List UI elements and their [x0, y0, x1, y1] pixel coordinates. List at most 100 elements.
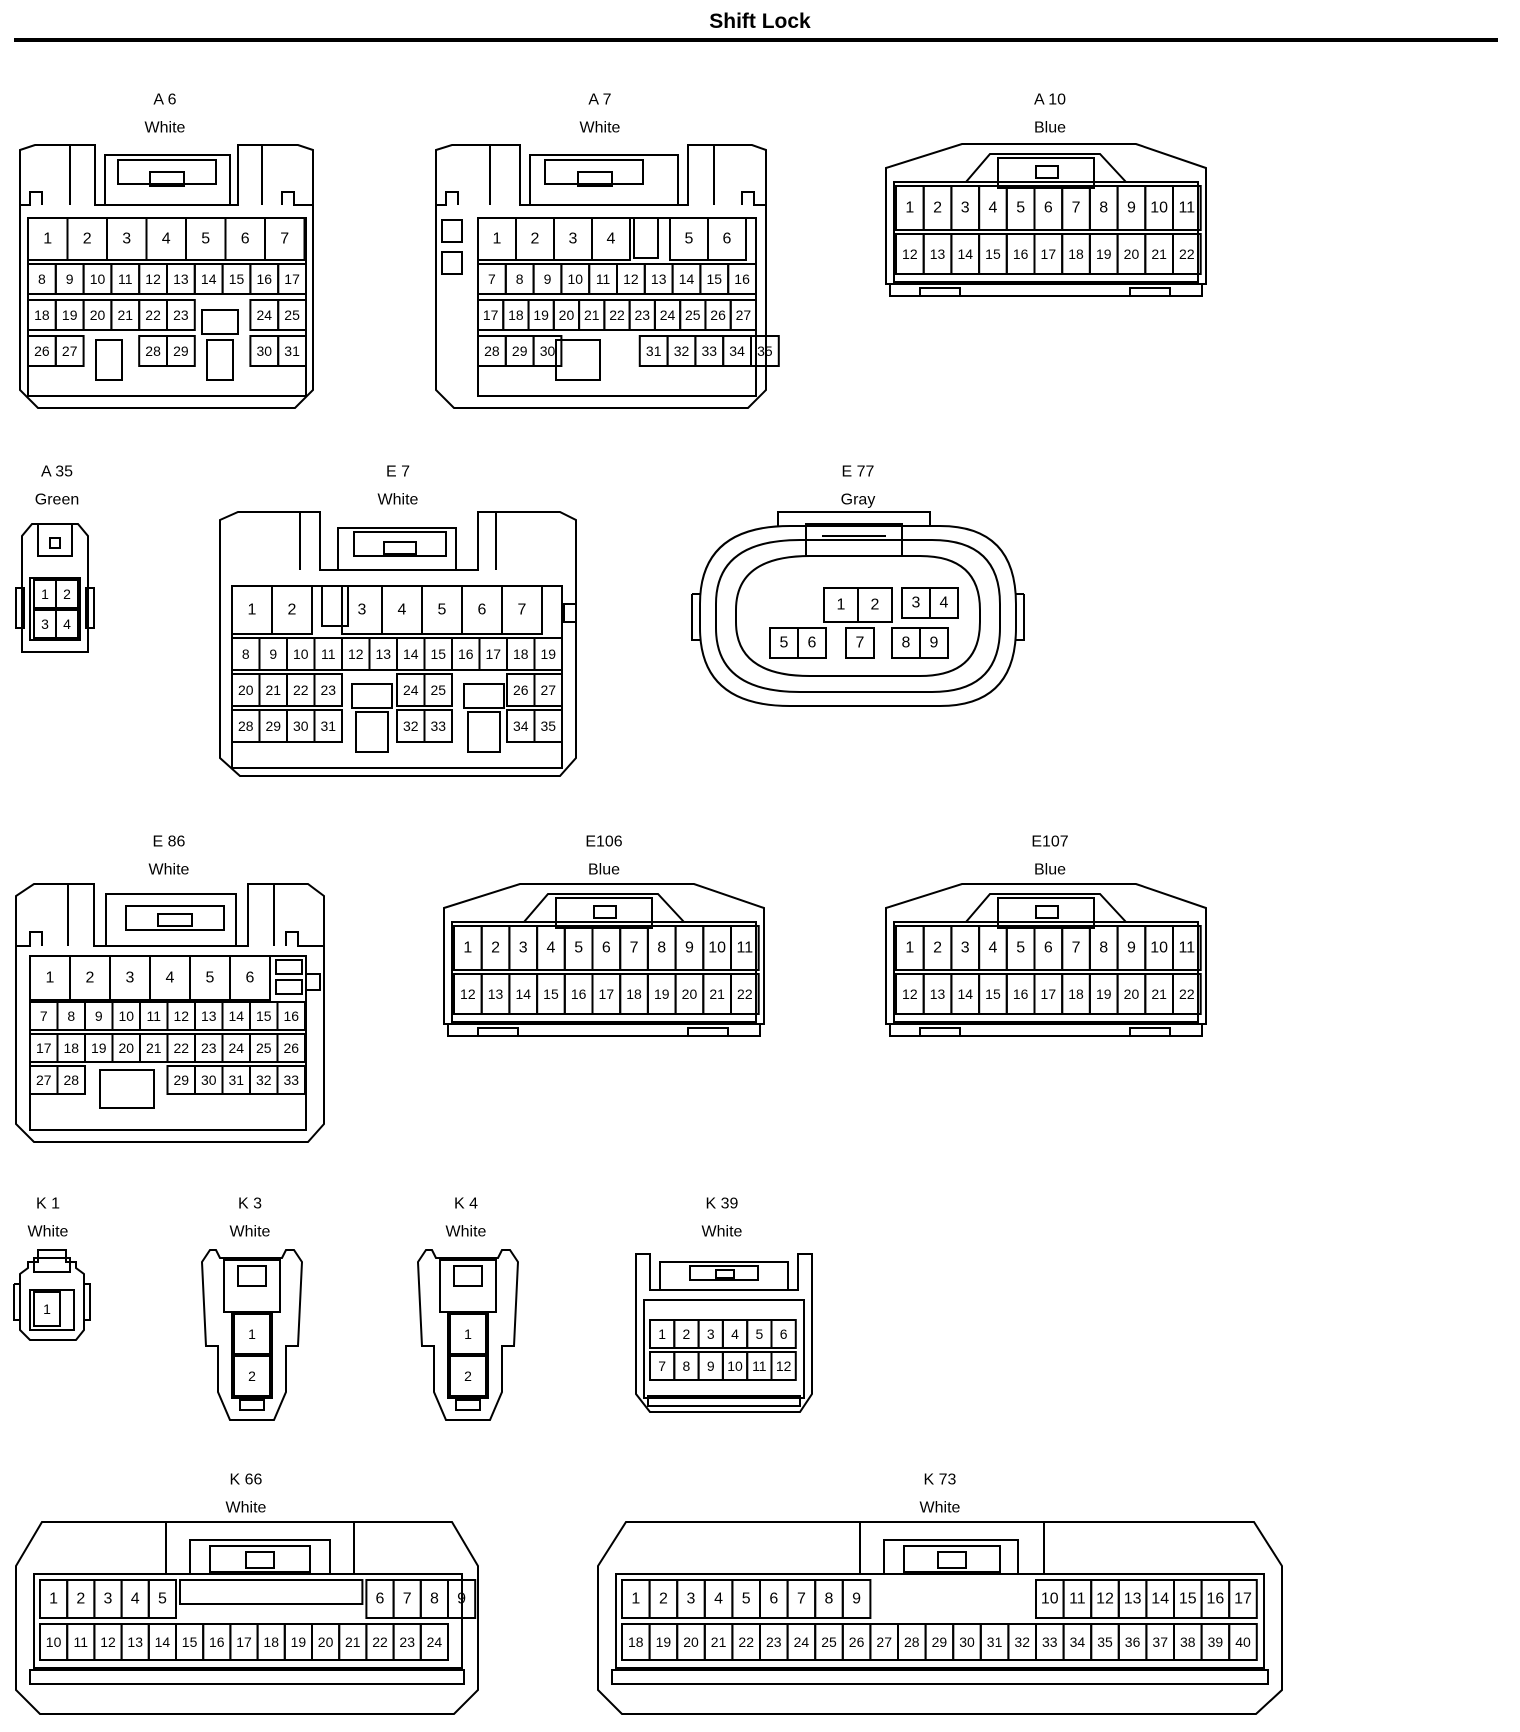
- pin-number: 4: [607, 231, 616, 248]
- pin-number: 1: [464, 1326, 472, 1342]
- pin-number: 16: [571, 986, 587, 1002]
- connector-color: White: [702, 1224, 743, 1241]
- pin-number: 11: [1179, 200, 1196, 217]
- pin-cell: [501, 585, 543, 635]
- pin-number: 22: [1179, 986, 1195, 1002]
- pin-number: 6: [478, 602, 487, 619]
- pin-number: 21: [146, 1040, 162, 1056]
- pin-number: 26: [34, 343, 50, 359]
- pin-number: 9: [930, 635, 939, 652]
- pin-number: 18: [513, 646, 529, 662]
- pin-number: 1: [46, 970, 55, 987]
- pin-cell: [54, 335, 85, 367]
- pin-number: 20: [90, 307, 106, 323]
- pin-number: 21: [1151, 246, 1167, 262]
- pin-number: 6: [602, 940, 611, 957]
- pin-cell: [797, 627, 827, 659]
- pin-number: 27: [736, 307, 752, 323]
- pin-number: 14: [957, 246, 973, 262]
- pin-number: 1: [658, 1326, 666, 1342]
- pin-number: 2: [63, 586, 71, 602]
- pin-number: 6: [780, 1326, 788, 1342]
- pin-number: 25: [284, 307, 300, 323]
- pin-cell: [532, 335, 563, 367]
- pin-cell: [1228, 1579, 1258, 1619]
- pin-number: 3: [122, 231, 131, 248]
- pin-cell: [55, 579, 79, 609]
- pin-number: 1: [905, 200, 914, 217]
- pin-number: 13: [930, 986, 946, 1002]
- pin-cell: [166, 299, 196, 331]
- connector-id: E106: [585, 834, 622, 851]
- pin-cell: [419, 1623, 449, 1661]
- pin-number: 24: [403, 682, 419, 698]
- pin-cell: [271, 585, 313, 635]
- pin-number: 33: [430, 718, 446, 734]
- pin-number: 11: [1179, 940, 1196, 957]
- pin-number: 11: [118, 271, 133, 287]
- pin-number: 31: [228, 1072, 244, 1088]
- pin-number: 6: [376, 1591, 385, 1608]
- pin-number: 11: [737, 940, 754, 957]
- pin-number: 40: [1235, 1634, 1251, 1650]
- pin-number: 14: [679, 271, 695, 287]
- pin-number: 2: [933, 200, 942, 217]
- pin-number: 12: [902, 986, 918, 1002]
- pin-number: 22: [738, 1634, 754, 1650]
- pin-cell: [277, 263, 308, 295]
- connector-k1: 1: [13, 1249, 91, 1341]
- pin-number: 2: [683, 1326, 691, 1342]
- pin-number: 12: [145, 271, 161, 287]
- pin-number: 7: [856, 635, 865, 652]
- connector-color: White: [446, 1224, 487, 1241]
- connector-id: K 39: [706, 1196, 739, 1213]
- pin-number: 8: [825, 1591, 834, 1608]
- pin-number: 3: [126, 970, 135, 987]
- pin-number: 12: [460, 986, 476, 1002]
- pin-cell: [147, 1579, 178, 1619]
- pin-number: 32: [1014, 1634, 1030, 1650]
- pin-number: 1: [43, 231, 52, 248]
- pin-number: 15: [985, 986, 1001, 1002]
- connector-id: A 10: [1034, 92, 1066, 109]
- connector-id: A 6: [153, 92, 176, 109]
- pin-number: 2: [76, 1591, 85, 1608]
- pin-number: 21: [118, 307, 134, 323]
- pin-number: 14: [155, 1634, 171, 1650]
- pin-number: 10: [727, 1358, 743, 1374]
- pin-number: 32: [674, 343, 690, 359]
- pin-number: 3: [707, 1326, 715, 1342]
- pin-cell: [533, 709, 563, 743]
- pin-number: 19: [654, 986, 670, 1002]
- pin-number: 5: [201, 231, 210, 248]
- pin-number: 7: [488, 271, 496, 287]
- pin-number: 3: [687, 1591, 696, 1608]
- pin-cell: [533, 673, 563, 707]
- connector-label: K 39 White: [702, 1196, 743, 1241]
- pin-number: 10: [46, 1634, 62, 1650]
- pin-cell: [449, 1355, 487, 1397]
- pin-number: 13: [127, 1634, 143, 1650]
- pin-cell: [264, 217, 306, 261]
- pin-number: 5: [206, 970, 215, 987]
- pin-number: 5: [742, 1591, 751, 1608]
- pin-number: 5: [780, 635, 789, 652]
- connector-label: K 4 White: [446, 1196, 487, 1241]
- pin-number: 8: [902, 635, 911, 652]
- pin-number: 25: [685, 307, 701, 323]
- connector-color: Gray: [841, 492, 876, 509]
- pin-cell: [591, 217, 631, 261]
- pin-number: 9: [269, 646, 277, 662]
- connector-id: K 4: [454, 1196, 478, 1213]
- pin-number: 7: [630, 940, 639, 957]
- pin-number: 13: [173, 271, 189, 287]
- pin-cell: [449, 1313, 487, 1355]
- pin-number: 1: [837, 597, 846, 614]
- pin-number: 4: [63, 616, 71, 632]
- pin-cell: [55, 609, 79, 639]
